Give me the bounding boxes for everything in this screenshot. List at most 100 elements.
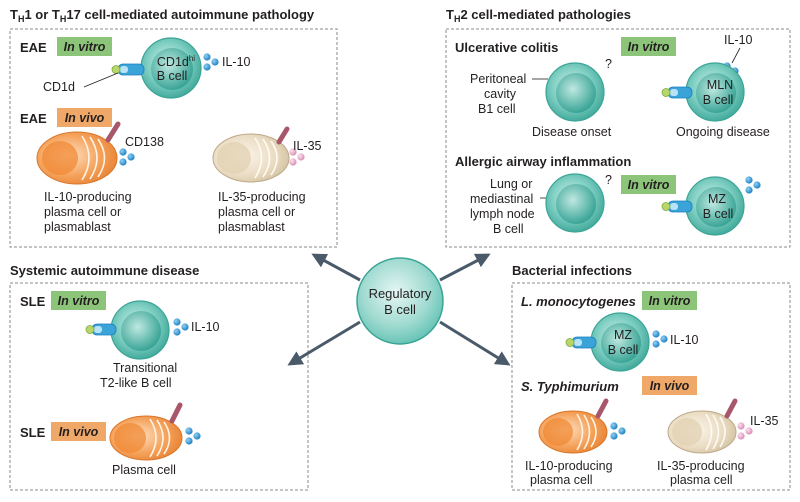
b-cell-nucleus (121, 311, 161, 351)
er-line (590, 416, 597, 448)
er-line (583, 414, 591, 450)
cd1d-hi-label: CD1dhi (157, 54, 195, 69)
in-vivo-tag (51, 422, 106, 441)
il10-dot (185, 437, 193, 445)
question-mark-2: ? (605, 173, 612, 187)
er-line (705, 413, 713, 451)
peritoneal-b1-cell (545, 62, 605, 122)
mln-b-cell: MLN B cell (661, 62, 745, 122)
il10-plasma-cell-bacterial (538, 398, 626, 454)
er-line (149, 418, 157, 458)
lung-label-l1: Lung or (490, 177, 532, 191)
il10-dot (185, 427, 193, 435)
er-line (262, 138, 271, 178)
il10-dot (173, 318, 181, 326)
central-label-line2: B cell (384, 302, 416, 317)
peritoneal-label-l3: B1 cell (478, 102, 516, 116)
transitional-label-l1: Transitional (113, 361, 177, 375)
lung-b-cell (545, 173, 605, 233)
in-vivo-tag-label: In vivo (59, 425, 99, 439)
panel-systemic-title: Systemic autoimmune disease (10, 263, 199, 278)
plasma-il10-label-l2: plasma cell (530, 473, 593, 487)
cd1d-leader (83, 72, 119, 88)
arrow-to-bacterial (439, 320, 511, 366)
cd138-marker (169, 402, 183, 424)
arrow-to-systemic (287, 320, 361, 366)
cd138-label: CD138 (125, 135, 164, 149)
mz-label-l1: MZ (614, 328, 632, 342)
lipid-antigen (111, 65, 121, 74)
plasma-il10-label-l3: plasmablast (44, 220, 111, 234)
mz-label-l2: B cell (608, 343, 639, 357)
il10-dot (181, 323, 189, 331)
ongoing-disease-label: Ongoing disease (676, 125, 770, 139)
receptor-head (670, 203, 678, 210)
plasma-il35-label-l1: IL-35-producing (657, 459, 745, 473)
receptor-head (574, 339, 582, 346)
il35-plasma-cell (212, 126, 305, 183)
cd1d-hi-b-cell: CD1dhi B cell (111, 37, 202, 99)
il10-dot (119, 148, 127, 156)
in-vitro-tag-label: In vitro (628, 40, 670, 54)
il35-label: IL-35 (293, 139, 322, 153)
er-line (89, 136, 98, 180)
sle-label-2: SLE (20, 425, 46, 440)
plasma-cell-nucleus (672, 418, 702, 446)
mz-b-cell: MZ B cell (661, 176, 745, 236)
sle-plasma-cell (109, 402, 201, 461)
in-vitro-tag-label: In vitro (58, 294, 100, 308)
panel-th1-box (9, 28, 338, 248)
in-vitro-tag (642, 291, 697, 310)
in-vitro-tag (51, 291, 106, 310)
cd1d-receptor-head (120, 66, 128, 73)
plasma-il10-label-l2: plasma cell or (44, 205, 121, 219)
il10-dot (652, 340, 660, 348)
eae-label-1: EAE (20, 40, 47, 55)
transitional-b-cell (85, 300, 170, 360)
il35-dot (745, 427, 753, 435)
il10-dot (745, 186, 753, 194)
in-vitro-tag (621, 175, 676, 194)
panel-systemic-box (9, 282, 309, 491)
er-line (97, 138, 106, 178)
il10-dot (173, 328, 181, 336)
b-cell-label: B cell (157, 69, 188, 83)
panel-bacterial: L. monocytogenes In vitro MZ B cell IL-1… (521, 291, 779, 487)
il10-label: IL-10 (724, 33, 753, 47)
antigen (565, 338, 575, 347)
peritoneal-label-l2: cavity (484, 87, 517, 101)
plasma-il35-label-l2: plasma cell or (218, 205, 295, 219)
il10-dot (203, 53, 211, 61)
b-cell-nucleus (556, 73, 596, 113)
er-line (163, 421, 171, 455)
plasma-il35-label-l2: plasma cell (670, 473, 733, 487)
disease-onset-label: Disease onset (532, 125, 612, 139)
b-cell-nucleus (601, 323, 641, 363)
in-vitro-tag (57, 37, 112, 56)
plasma-il35-label-l1: IL-35-producing (218, 190, 306, 204)
panel-bacterial-box (511, 282, 791, 491)
il10-dot (745, 176, 753, 184)
er-line (270, 140, 278, 176)
il10-dot (610, 422, 618, 430)
er-line (81, 135, 90, 181)
in-vivo-tag (57, 108, 112, 127)
il10-dot (610, 432, 618, 440)
question-mark: ? (605, 57, 612, 71)
mz-label-l1: MZ (708, 192, 726, 206)
central-regulatory-b-cell: Regulatory B cell (356, 257, 444, 345)
lung-label-l2: mediastinal (470, 192, 533, 206)
il35-dot (737, 432, 745, 440)
cd1d-label: CD1d (43, 80, 75, 94)
mz-label-l2: B cell (703, 207, 734, 221)
panel-th2-box (445, 28, 791, 248)
il35-dot (289, 158, 297, 166)
er-line (576, 413, 584, 451)
receptor-head (94, 326, 102, 333)
er-line (719, 416, 726, 448)
il35-dot (737, 422, 745, 430)
lung-label-l4: B cell (493, 222, 524, 236)
ulcerative-colitis-label: Ulcerative colitis (455, 40, 558, 55)
b-cell-nucleus (696, 187, 736, 227)
